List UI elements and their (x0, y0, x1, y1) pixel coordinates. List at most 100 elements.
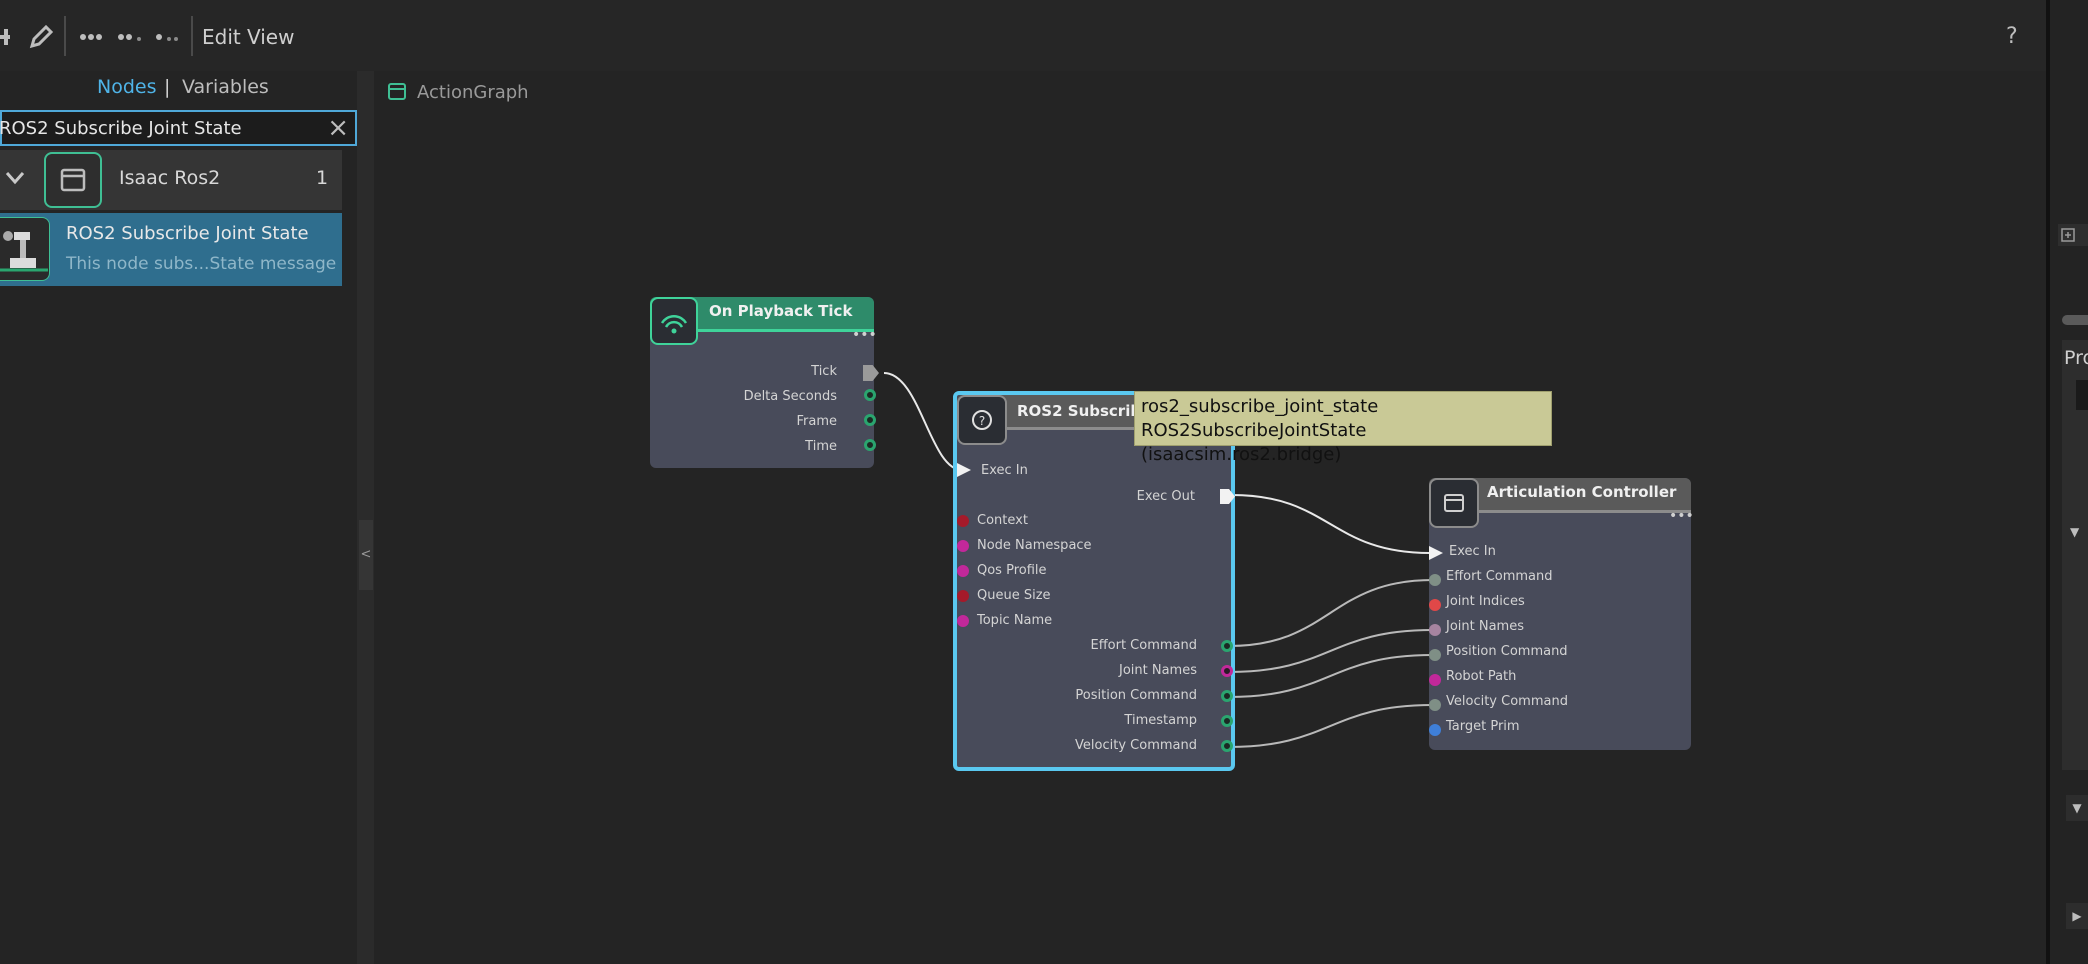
wire-joint-names (1228, 629, 1434, 673)
node-articulation-controller[interactable]: Articulation Controller ••• Exec In Effo… (1429, 478, 1694, 750)
port-joint-names-out[interactable] (1221, 665, 1233, 677)
category-label: Isaac Ros2 (119, 167, 221, 189)
tab-nodes[interactable]: Nodes (97, 76, 157, 98)
port-time[interactable] (864, 439, 876, 451)
svg-text:?: ? (979, 414, 985, 428)
port-joint-indices[interactable] (1429, 599, 1441, 611)
port-label-delta-seconds: Delta Seconds (743, 389, 837, 404)
port-label-position-command: Position Command (1446, 644, 1568, 659)
port-label-topic-name: Topic Name (977, 613, 1053, 628)
help-circle-icon: ? (957, 395, 1007, 445)
port-exec-in[interactable] (957, 463, 971, 477)
node-on-playback-tick[interactable]: On Playback Tick ••• Tick Delta Seconds … (650, 297, 879, 468)
port-tick-exec[interactable] (863, 365, 879, 381)
pencil-icon[interactable] (28, 22, 54, 52)
port-label-effort-command: Effort Command (1090, 638, 1197, 653)
port-exec-in[interactable] (1429, 546, 1443, 560)
port-target-prim[interactable] (1429, 724, 1441, 736)
menu-view[interactable]: View (247, 25, 295, 49)
port-topic-name[interactable] (957, 615, 969, 627)
graph-title: ActionGraph (417, 82, 529, 103)
collapse-arrow-icon[interactable]: ▼ (2066, 795, 2088, 821)
port-label-exec-in: Exec In (1449, 544, 1496, 559)
port-joint-names-in[interactable] (1429, 624, 1441, 636)
add-icon[interactable] (0, 22, 16, 52)
tooltip-line-1: ros2_subscribe_joint_state (1141, 396, 1379, 417)
panel-splitter[interactable] (357, 71, 374, 964)
port-label-robot-path: Robot Path (1446, 669, 1517, 684)
port-effort-command-out[interactable] (1221, 640, 1233, 652)
help-icon[interactable]: ? (2006, 24, 2018, 49)
expand-arrow-icon[interactable]: ▶ (2066, 903, 2088, 929)
tab-variables[interactable]: Variables (182, 76, 269, 98)
node-menu-icon[interactable]: ••• (852, 327, 877, 343)
port-label-frame: Frame (796, 414, 837, 429)
port-label-timestamp: Timestamp (1124, 713, 1197, 728)
node-title: On Playback Tick (709, 302, 853, 320)
port-queue-size[interactable] (957, 590, 969, 602)
port-position-command-out[interactable] (1221, 690, 1233, 702)
port-velocity-command-in[interactable] (1429, 699, 1441, 711)
wire-exec-out-to-exec-in (1231, 494, 1431, 554)
tab-separator: | (164, 76, 171, 98)
port-label-position-command: Position Command (1075, 688, 1197, 703)
result-title: ROS2 Subscribe Joint State (66, 223, 309, 244)
articulation-icon (1429, 478, 1479, 528)
graph-icon (387, 81, 409, 107)
menu-edit[interactable]: Edit (202, 25, 241, 49)
search-input[interactable] (0, 115, 319, 141)
port-label-velocity-command: Velocity Command (1446, 694, 1568, 709)
port-delta-seconds[interactable] (864, 389, 876, 401)
wire-effort-command (1228, 579, 1434, 647)
category-icon (44, 152, 102, 208)
port-label-time: Time (805, 439, 837, 454)
port-label-qos-profile: Qos Profile (977, 563, 1047, 578)
category-row-isaac-ros2[interactable]: Isaac Ros2 1 (0, 150, 342, 210)
node-title: Articulation Controller (1487, 483, 1677, 501)
wire-position-command (1228, 654, 1434, 698)
robot-arm-icon (0, 217, 50, 281)
wire-velocity-command (1228, 704, 1434, 748)
property-panel-strip: Pro ▼ ▼ ▶ (2050, 0, 2088, 964)
port-robot-path[interactable] (1429, 674, 1441, 686)
port-label-tick: Tick (811, 364, 837, 379)
port-label-joint-names: Joint Names (1446, 619, 1524, 634)
port-label-node-namespace: Node Namespace (977, 538, 1092, 553)
node-tooltip: ros2_subscribe_joint_state ROS2Subscribe… (1134, 391, 1552, 465)
search-box: × (0, 110, 357, 146)
node-ros2-subscribe-joint-state[interactable]: ? ROS2 Subscribe Exec In Exec Out Contex… (953, 391, 1235, 771)
collapse-panel-button[interactable]: < (359, 520, 373, 590)
toolbar-divider (191, 16, 193, 56)
scroll-handle[interactable] (2062, 315, 2088, 325)
port-effort-command-in[interactable] (1429, 574, 1441, 586)
clear-search-icon[interactable]: × (327, 113, 349, 143)
port-label-queue-size: Queue Size (977, 588, 1051, 603)
right-panel-border (2046, 0, 2052, 964)
port-qos-profile[interactable] (957, 565, 969, 577)
search-result-ros2-subscribe-joint-state[interactable]: ROS2 Subscribe Joint State This node sub… (0, 213, 342, 286)
tooltip-line-2: ROS2SubscribeJointState (isaacsim.ros2.b… (1141, 420, 1367, 465)
chevron-down-icon[interactable] (4, 164, 26, 196)
toolbar-divider (64, 16, 66, 56)
port-label-exec-out: Exec Out (1136, 489, 1195, 504)
port-label-joint-names: Joint Names (1119, 663, 1197, 678)
port-position-command-in[interactable] (1429, 649, 1441, 661)
port-label-velocity-command: Velocity Command (1075, 738, 1197, 753)
port-node-namespace[interactable] (957, 540, 969, 552)
property-field[interactable] (2076, 380, 2088, 410)
port-exec-out[interactable] (1220, 489, 1235, 504)
layout-dots-icon[interactable] (79, 22, 105, 52)
collapse-arrow-icon[interactable]: ▼ (2070, 525, 2080, 539)
add-icon[interactable] (2058, 224, 2088, 246)
port-label-joint-indices: Joint Indices (1446, 594, 1525, 609)
node-title: ROS2 Subscribe (1017, 402, 1152, 420)
port-frame[interactable] (864, 414, 876, 426)
layout-dots-3-icon[interactable] (155, 22, 181, 52)
port-velocity-command-out[interactable] (1221, 740, 1233, 752)
port-label-context: Context (977, 513, 1028, 528)
port-timestamp-out[interactable] (1221, 715, 1233, 727)
port-context[interactable] (957, 515, 969, 527)
layout-dots-2-icon[interactable] (117, 22, 143, 52)
node-menu-icon[interactable]: ••• (1669, 508, 1694, 524)
